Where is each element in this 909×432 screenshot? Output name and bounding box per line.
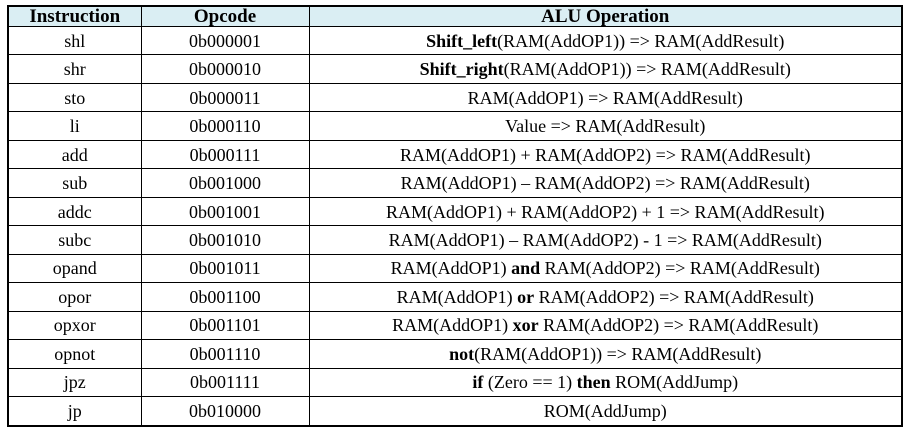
instruction-cell: opand <box>7 253 142 284</box>
operation-text: ROM(AddJump) <box>543 401 667 422</box>
instruction-cell: sub <box>7 168 142 198</box>
operation-cell: RAM(AddOP1) xor RAM(AddOP2) => RAM(AddRe… <box>308 310 903 341</box>
opcode-cell: 0b001101 <box>140 310 310 341</box>
instruction-cell: shl <box>7 25 142 56</box>
opcode-cell: 0b001110 <box>140 339 310 369</box>
operation-keyword: Shift_left <box>426 30 498 51</box>
operation-text: (RAM(AddOP1)) => RAM(AddResult) <box>503 59 791 80</box>
column-header-instruction: Instruction <box>7 5 142 27</box>
header-row: Instruction Opcode ALU Operation <box>7 5 903 27</box>
operation-text: (RAM(AddOP1)) => RAM(AddResult) <box>474 343 762 364</box>
operation-keyword: xor <box>512 315 539 336</box>
operation-keyword: not <box>449 343 475 364</box>
opcode-cell: 0b001000 <box>140 168 310 198</box>
instruction-cell: opnot <box>7 339 142 369</box>
operation-cell: RAM(AddOP1) or RAM(AddOP2) => RAM(AddRes… <box>308 282 903 312</box>
operation-keyword: or <box>517 286 535 307</box>
operation-text: (Zero == 1) <box>483 372 577 393</box>
operation-cell: RAM(AddOP1) – RAM(AddOP2) => RAM(AddResu… <box>308 168 903 198</box>
operation-text: Value => RAM(AddResult) <box>505 116 706 137</box>
opcode-cell: 0b001001 <box>140 196 310 227</box>
instruction-cell: shr <box>7 54 142 84</box>
operation-cell: RAM(AddOP1) – RAM(AddOP2) - 1 => RAM(Add… <box>308 225 903 255</box>
opcode-cell: 0b000111 <box>140 139 310 170</box>
opcode-cell: 0b001010 <box>140 225 310 255</box>
operation-text: RAM(AddOP2) => RAM(AddResult) <box>538 315 819 336</box>
opcode-cell: 0b010000 <box>140 396 310 427</box>
operation-keyword: if <box>472 372 484 393</box>
operation-cell: not(RAM(AddOP1)) => RAM(AddResult) <box>308 339 903 369</box>
operation-text: RAM(AddOP1) <box>392 315 513 336</box>
opcode-cell: 0b001100 <box>140 282 310 312</box>
operation-text: RAM(AddOP1) + RAM(AddOP2) => RAM(AddResu… <box>400 144 811 165</box>
instruction-cell: add <box>7 139 142 170</box>
opcode-cell: 0b001111 <box>140 367 310 398</box>
operation-text: RAM(AddOP2) => RAM(AddResult) <box>534 286 814 307</box>
opcode-cell: 0b000011 <box>140 82 310 113</box>
operation-text: RAM(AddOP1) <box>396 286 518 307</box>
operation-cell: if (Zero == 1) then ROM(AddJump) <box>308 367 903 398</box>
operation-cell: RAM(AddOP1) => RAM(AddResult) <box>308 82 903 113</box>
opcode-cell: 0b000001 <box>140 25 310 56</box>
column-header-alu-operation: ALU Operation <box>308 5 903 27</box>
opcode-cell: 0b000010 <box>140 54 310 84</box>
column-header-opcode: Opcode <box>140 5 310 27</box>
operation-text: RAM(AddOP1) – RAM(AddOP2) - 1 => RAM(Add… <box>388 230 822 251</box>
table-header: Instruction Opcode ALU Operation <box>7 5 903 27</box>
operation-keyword: Shift_right <box>419 59 504 80</box>
operation-text: RAM(AddOP1) <box>390 258 512 279</box>
operation-text: RAM(AddOP1) – RAM(AddOP2) => RAM(AddResu… <box>400 173 810 194</box>
operation-cell: RAM(AddOP1) and RAM(AddOP2) => RAM(AddRe… <box>308 253 903 284</box>
operation-text: RAM(AddOP1) + RAM(AddOP2) + 1 => RAM(Add… <box>385 201 825 222</box>
operation-cell: Shift_right(RAM(AddOP1)) => RAM(AddResul… <box>308 54 903 84</box>
instruction-cell: li <box>7 111 142 141</box>
operation-keyword: and <box>511 258 541 279</box>
instruction-cell: jpz <box>7 367 142 398</box>
operation-text: RAM(AddOP2) => RAM(AddResult) <box>540 258 820 279</box>
operation-cell: ROM(AddJump) <box>308 396 903 427</box>
opcode-cell: 0b001011 <box>140 253 310 284</box>
operation-cell: RAM(AddOP1) + RAM(AddOP2) => RAM(AddResu… <box>308 139 903 170</box>
instruction-cell: jp <box>7 396 142 427</box>
operation-cell: Value => RAM(AddResult) <box>308 111 903 141</box>
instruction-cell: opxor <box>7 310 142 341</box>
operation-cell: Shift_left(RAM(AddOP1)) => RAM(AddResult… <box>308 25 903 56</box>
instruction-cell: opor <box>7 282 142 312</box>
operation-cell: RAM(AddOP1) + RAM(AddOP2) + 1 => RAM(Add… <box>308 196 903 227</box>
instruction-cell: subc <box>7 225 142 255</box>
operation-text: (RAM(AddOP1)) => RAM(AddResult) <box>497 30 785 51</box>
operation-keyword: then <box>576 372 611 393</box>
instruction-cell: addc <box>7 196 142 227</box>
opcode-cell: 0b000110 <box>140 111 310 141</box>
instruction-cell: sto <box>7 82 142 113</box>
operation-text: ROM(AddJump) <box>610 372 739 393</box>
operation-text: RAM(AddOP1) => RAM(AddResult) <box>467 87 743 108</box>
